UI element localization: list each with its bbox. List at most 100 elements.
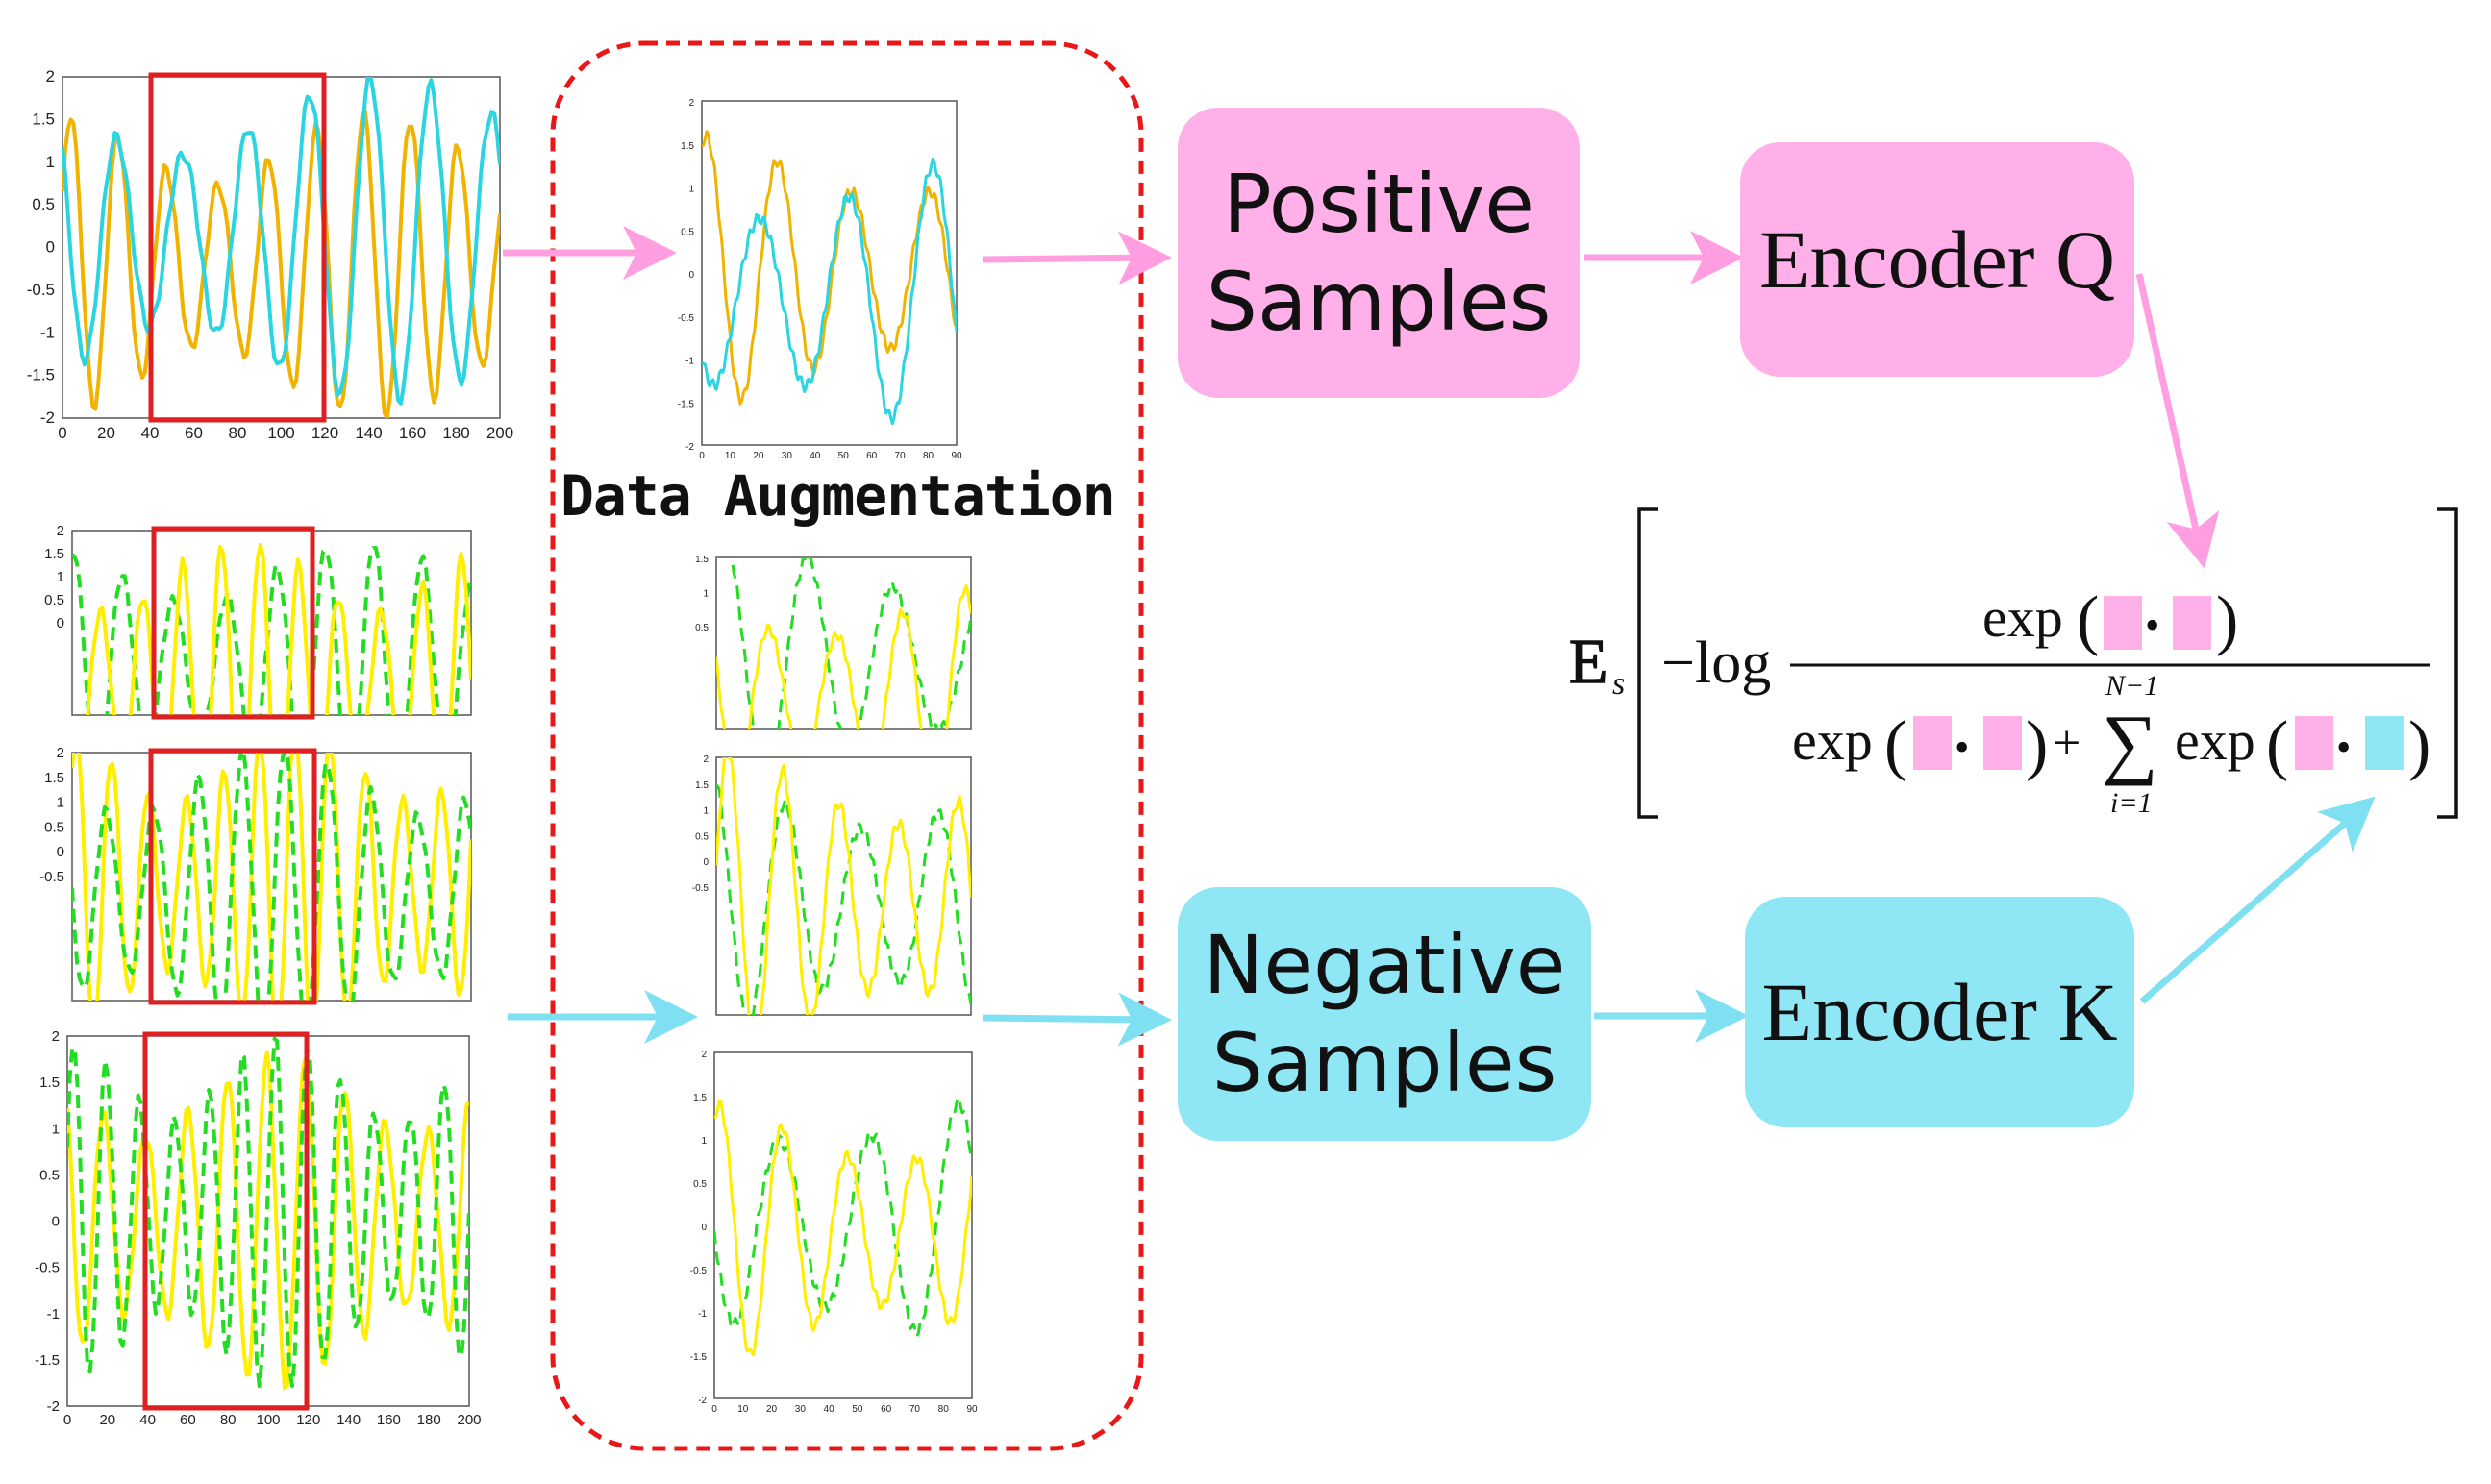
x-tick-label: 20 <box>766 1404 778 1415</box>
y-tick-label: -1.5 <box>690 1352 708 1363</box>
formula-neg-log: −log <box>1661 631 1771 696</box>
x-tick-label: 40 <box>810 451 821 461</box>
x-tick-label: 0 <box>63 1412 71 1428</box>
formula-expectation: E <box>1569 627 1607 697</box>
x-tick-label: 200 <box>457 1412 481 1428</box>
y-tick-label: 1.5 <box>693 1093 707 1103</box>
y-tick-label: -1 <box>40 323 55 341</box>
plot-series-line <box>72 546 471 715</box>
plot-series-line <box>62 77 500 406</box>
x-tick-label: 120 <box>311 424 338 442</box>
x-tick-label: 50 <box>852 1404 863 1415</box>
y-tick-label: 1 <box>703 589 709 600</box>
arrow-augment-to-negative-samples <box>982 992 1172 1047</box>
y-tick-label: 0 <box>701 1223 707 1233</box>
formula-left-bracket <box>1637 507 1658 819</box>
y-tick-label: -0.5 <box>35 1260 60 1276</box>
x-tick-label: 40 <box>141 424 160 442</box>
negative-key-square <box>2365 716 2404 770</box>
y-tick-label: 0 <box>703 857 709 868</box>
x-tick-label: 80 <box>229 424 247 442</box>
x-tick-label: 0 <box>58 424 66 442</box>
formula-sum-symbol: ∑ <box>2102 699 2157 786</box>
positive-key-square <box>2173 596 2211 650</box>
formula-sum-exp: exp <box>2175 709 2255 772</box>
x-tick-label: 20 <box>753 451 764 461</box>
y-tick-label: 2 <box>57 523 64 539</box>
x-tick-label: 80 <box>938 1404 950 1415</box>
y-tick-label: 0 <box>57 615 64 631</box>
x-tick-label: 0 <box>711 1404 717 1415</box>
y-tick-label: 1 <box>57 795 64 811</box>
y-tick-label: 1 <box>57 569 64 585</box>
x-tick-label: 200 <box>486 424 513 442</box>
plot-series-line <box>716 757 971 1015</box>
y-tick-label: 1 <box>46 153 55 171</box>
y-tick-label: -2 <box>698 1396 707 1406</box>
x-tick-label: 90 <box>966 1404 978 1415</box>
query-square <box>2295 716 2333 770</box>
y-tick-label: 1 <box>688 185 694 195</box>
y-tick-label: 1.5 <box>695 780 709 791</box>
svg-text:(: ( <box>1884 708 1906 782</box>
svg-text:): ) <box>2026 708 2048 782</box>
plot-series-line <box>716 584 971 729</box>
x-tick-label: 30 <box>782 451 793 461</box>
formula-denominator-exp: exp <box>1792 709 1873 772</box>
y-tick-label: 0 <box>57 844 64 860</box>
plot-series-line <box>62 109 500 418</box>
x-tick-label: 180 <box>442 424 469 442</box>
y-tick-label: 1.5 <box>39 1075 60 1091</box>
encoder-k-label: Encoder K <box>1761 966 2118 1058</box>
y-tick-label: -1 <box>47 1306 60 1323</box>
x-tick-label: 60 <box>881 1404 892 1415</box>
x-tick-label: 0 <box>699 451 705 461</box>
formula-numerator-exp: exp <box>1982 586 2063 649</box>
augmentation-title: Data Augmentation <box>560 463 1116 529</box>
selection-window <box>151 526 315 720</box>
x-tick-label: 20 <box>99 1412 115 1428</box>
formula-dot: • <box>2145 602 2159 649</box>
y-tick-label: 2 <box>57 745 64 761</box>
arrow-encoder-q-to-formula <box>2135 273 2220 569</box>
encoder-q-label: Encoder Q <box>1758 213 2116 306</box>
x-tick-label: 10 <box>725 451 736 461</box>
x-tick-label: 90 <box>951 451 962 461</box>
y-tick-label: -1.5 <box>27 366 55 384</box>
y-tick-label: -2 <box>685 442 694 453</box>
svg-text:(: ( <box>2266 708 2288 782</box>
x-tick-label: 60 <box>185 424 203 442</box>
encoder-q-box: Encoder Q <box>1740 142 2134 377</box>
query-square <box>2104 596 2142 650</box>
selection-window <box>142 1031 310 1411</box>
y-tick-label: 0.5 <box>695 623 709 633</box>
negative-samples-line2: Samples <box>1211 1016 1557 1110</box>
x-tick-label: 30 <box>795 1404 807 1415</box>
selection-window <box>148 72 327 423</box>
formula-sum-upper: N−1 <box>2105 670 2158 702</box>
y-tick-label: -1 <box>685 357 694 367</box>
y-tick-label: 1.5 <box>681 141 694 152</box>
x-tick-label: 160 <box>399 424 426 442</box>
x-tick-label: 50 <box>838 451 850 461</box>
svg-text:): ) <box>2216 583 2238 657</box>
y-tick-label: -2 <box>47 1398 60 1415</box>
plot-series-line <box>716 783 971 1015</box>
y-tick-label: 2 <box>52 1028 60 1045</box>
formula-dot: • <box>1955 724 1969 771</box>
y-tick-label: 0 <box>46 238 55 257</box>
svg-text:): ) <box>2408 708 2430 782</box>
y-tick-label: -0.5 <box>690 1266 708 1276</box>
y-tick-label: 0.5 <box>39 1167 60 1183</box>
y-tick-label: 1 <box>701 1136 707 1147</box>
y-tick-label: 1.5 <box>32 110 55 128</box>
x-tick-label: 140 <box>355 424 382 442</box>
y-tick-label: -1.5 <box>35 1352 60 1369</box>
x-tick-label: 80 <box>923 451 934 461</box>
x-tick-label: 60 <box>180 1412 196 1428</box>
y-tick-label: -0.5 <box>678 313 695 324</box>
x-tick-label: 70 <box>909 1404 921 1415</box>
plot-series-line <box>72 753 471 1001</box>
plot-series-line <box>67 1036 469 1389</box>
